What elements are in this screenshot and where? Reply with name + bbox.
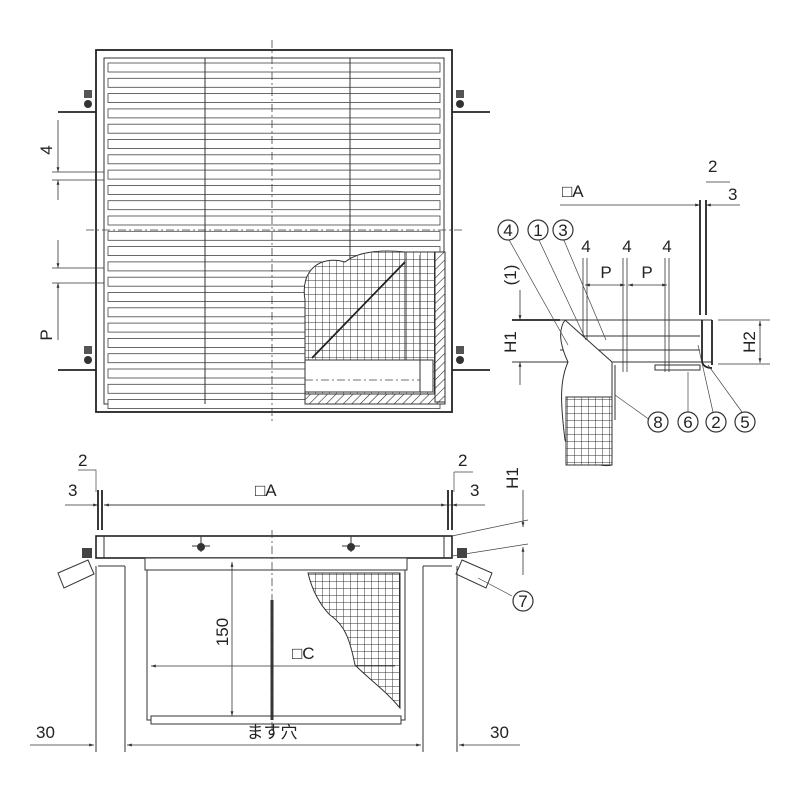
anchor-lug-right (455, 548, 493, 589)
basket-mesh (565, 396, 613, 466)
grating-side (95, 535, 453, 559)
pit-walls (95, 566, 458, 752)
svg-text:1: 1 (533, 221, 542, 240)
detail-section-view: □A 2 3 (1) H1 H2 4 4 4 P P 4 1 3 (497, 157, 770, 467)
depth-label: 150 (213, 618, 232, 646)
anchor-lug-left (57, 548, 95, 589)
front-section-view: 2 3 □A 2 3 H1 7 150 □C (30, 451, 534, 752)
diagonal-brace (311, 261, 406, 359)
size-label: □A (562, 182, 584, 201)
bar-thickness-label: 4 (37, 145, 56, 154)
bearing-bar (107, 123, 441, 134)
left-3-label: 3 (68, 481, 77, 500)
right-2-label: 2 (458, 451, 467, 470)
svg-text:7: 7 (518, 592, 527, 611)
bar-4-label: 4 (622, 237, 631, 256)
basket-wall (404, 252, 421, 392)
frame-section (701, 320, 713, 369)
h2-extension (718, 319, 770, 365)
basket-label: □C (292, 644, 315, 663)
hatched-frame-bottom (304, 393, 446, 405)
callout-5: 5 (734, 411, 756, 433)
h1-extension (451, 519, 529, 557)
bearing-bar (107, 62, 441, 73)
bearing-bars (107, 62, 441, 410)
left-30-label: 30 (36, 723, 55, 742)
h1-label: H1 (501, 331, 520, 353)
bearing-bar (107, 230, 441, 241)
frame-2-label: 2 (708, 157, 717, 176)
bar-4-label: 4 (662, 237, 671, 256)
bar-thickness-dimension: 4 (37, 120, 104, 200)
svg-text:2: 2 (711, 413, 720, 432)
anchor-lug (58, 346, 96, 371)
svg-text:6: 6 (683, 413, 692, 432)
frame-3-label: 3 (728, 185, 737, 204)
callout-2: 2 (705, 411, 727, 433)
callout-3: 3 (552, 219, 574, 241)
pitch-label: P (641, 263, 652, 282)
callout-6: 6 (677, 411, 699, 433)
bearing-bar (107, 77, 441, 88)
right-30-label: 30 (490, 723, 509, 742)
pitch-dimension: P (37, 240, 104, 341)
anchor-lug (452, 90, 490, 113)
bearing-bar (107, 108, 441, 119)
fastener (342, 536, 360, 552)
anchor-lug (58, 90, 96, 113)
anchor-plate (654, 364, 701, 371)
offset-label: (1) (501, 265, 520, 286)
callout-leaders (507, 237, 607, 346)
bearing-bar (107, 154, 441, 165)
bearing-bar (107, 200, 441, 211)
opening-label: ます穴 (247, 723, 298, 742)
fastener (192, 536, 210, 552)
bearing-bar (107, 139, 441, 149)
outer-frame (95, 49, 453, 413)
leader (477, 577, 513, 597)
leaders (78, 469, 473, 492)
bar-4-label: 4 (581, 237, 590, 256)
callout-7: 7 (512, 590, 534, 612)
svg-text:5: 5 (740, 413, 749, 432)
bearing-bar (107, 215, 441, 226)
svg-text:3: 3 (558, 221, 567, 240)
right-3-label: 3 (470, 481, 479, 500)
basket-mesh (307, 572, 401, 710)
hatched-frame-right (434, 251, 446, 403)
svg-text:8: 8 (653, 413, 662, 432)
basket-bottom (150, 715, 402, 725)
bearing-bar (107, 93, 441, 103)
left-2-label: 2 (78, 451, 87, 470)
h1-label: H1 (503, 467, 522, 489)
basket-frame (304, 359, 434, 393)
grating-section (512, 319, 712, 363)
pitch-label: P (600, 263, 611, 282)
frame-edges (97, 490, 453, 530)
bearing-bar (107, 184, 441, 195)
callout-leaders (614, 344, 743, 421)
bearing-bar (107, 246, 441, 257)
anchor-lug (452, 346, 490, 371)
top-plan-view: 4 P (37, 40, 490, 422)
callout-8: 8 (647, 411, 669, 433)
pitch-label: P (37, 329, 56, 340)
bearing-bar (107, 169, 441, 180)
size-label: □A (255, 481, 277, 500)
callout-1: 1 (527, 219, 549, 241)
h2-label: H2 (740, 331, 759, 353)
basket-rim (144, 557, 408, 571)
frame-angle (699, 200, 707, 315)
callout-4: 4 (497, 219, 519, 241)
grating-ends (103, 536, 445, 558)
svg-text:4: 4 (503, 221, 512, 240)
